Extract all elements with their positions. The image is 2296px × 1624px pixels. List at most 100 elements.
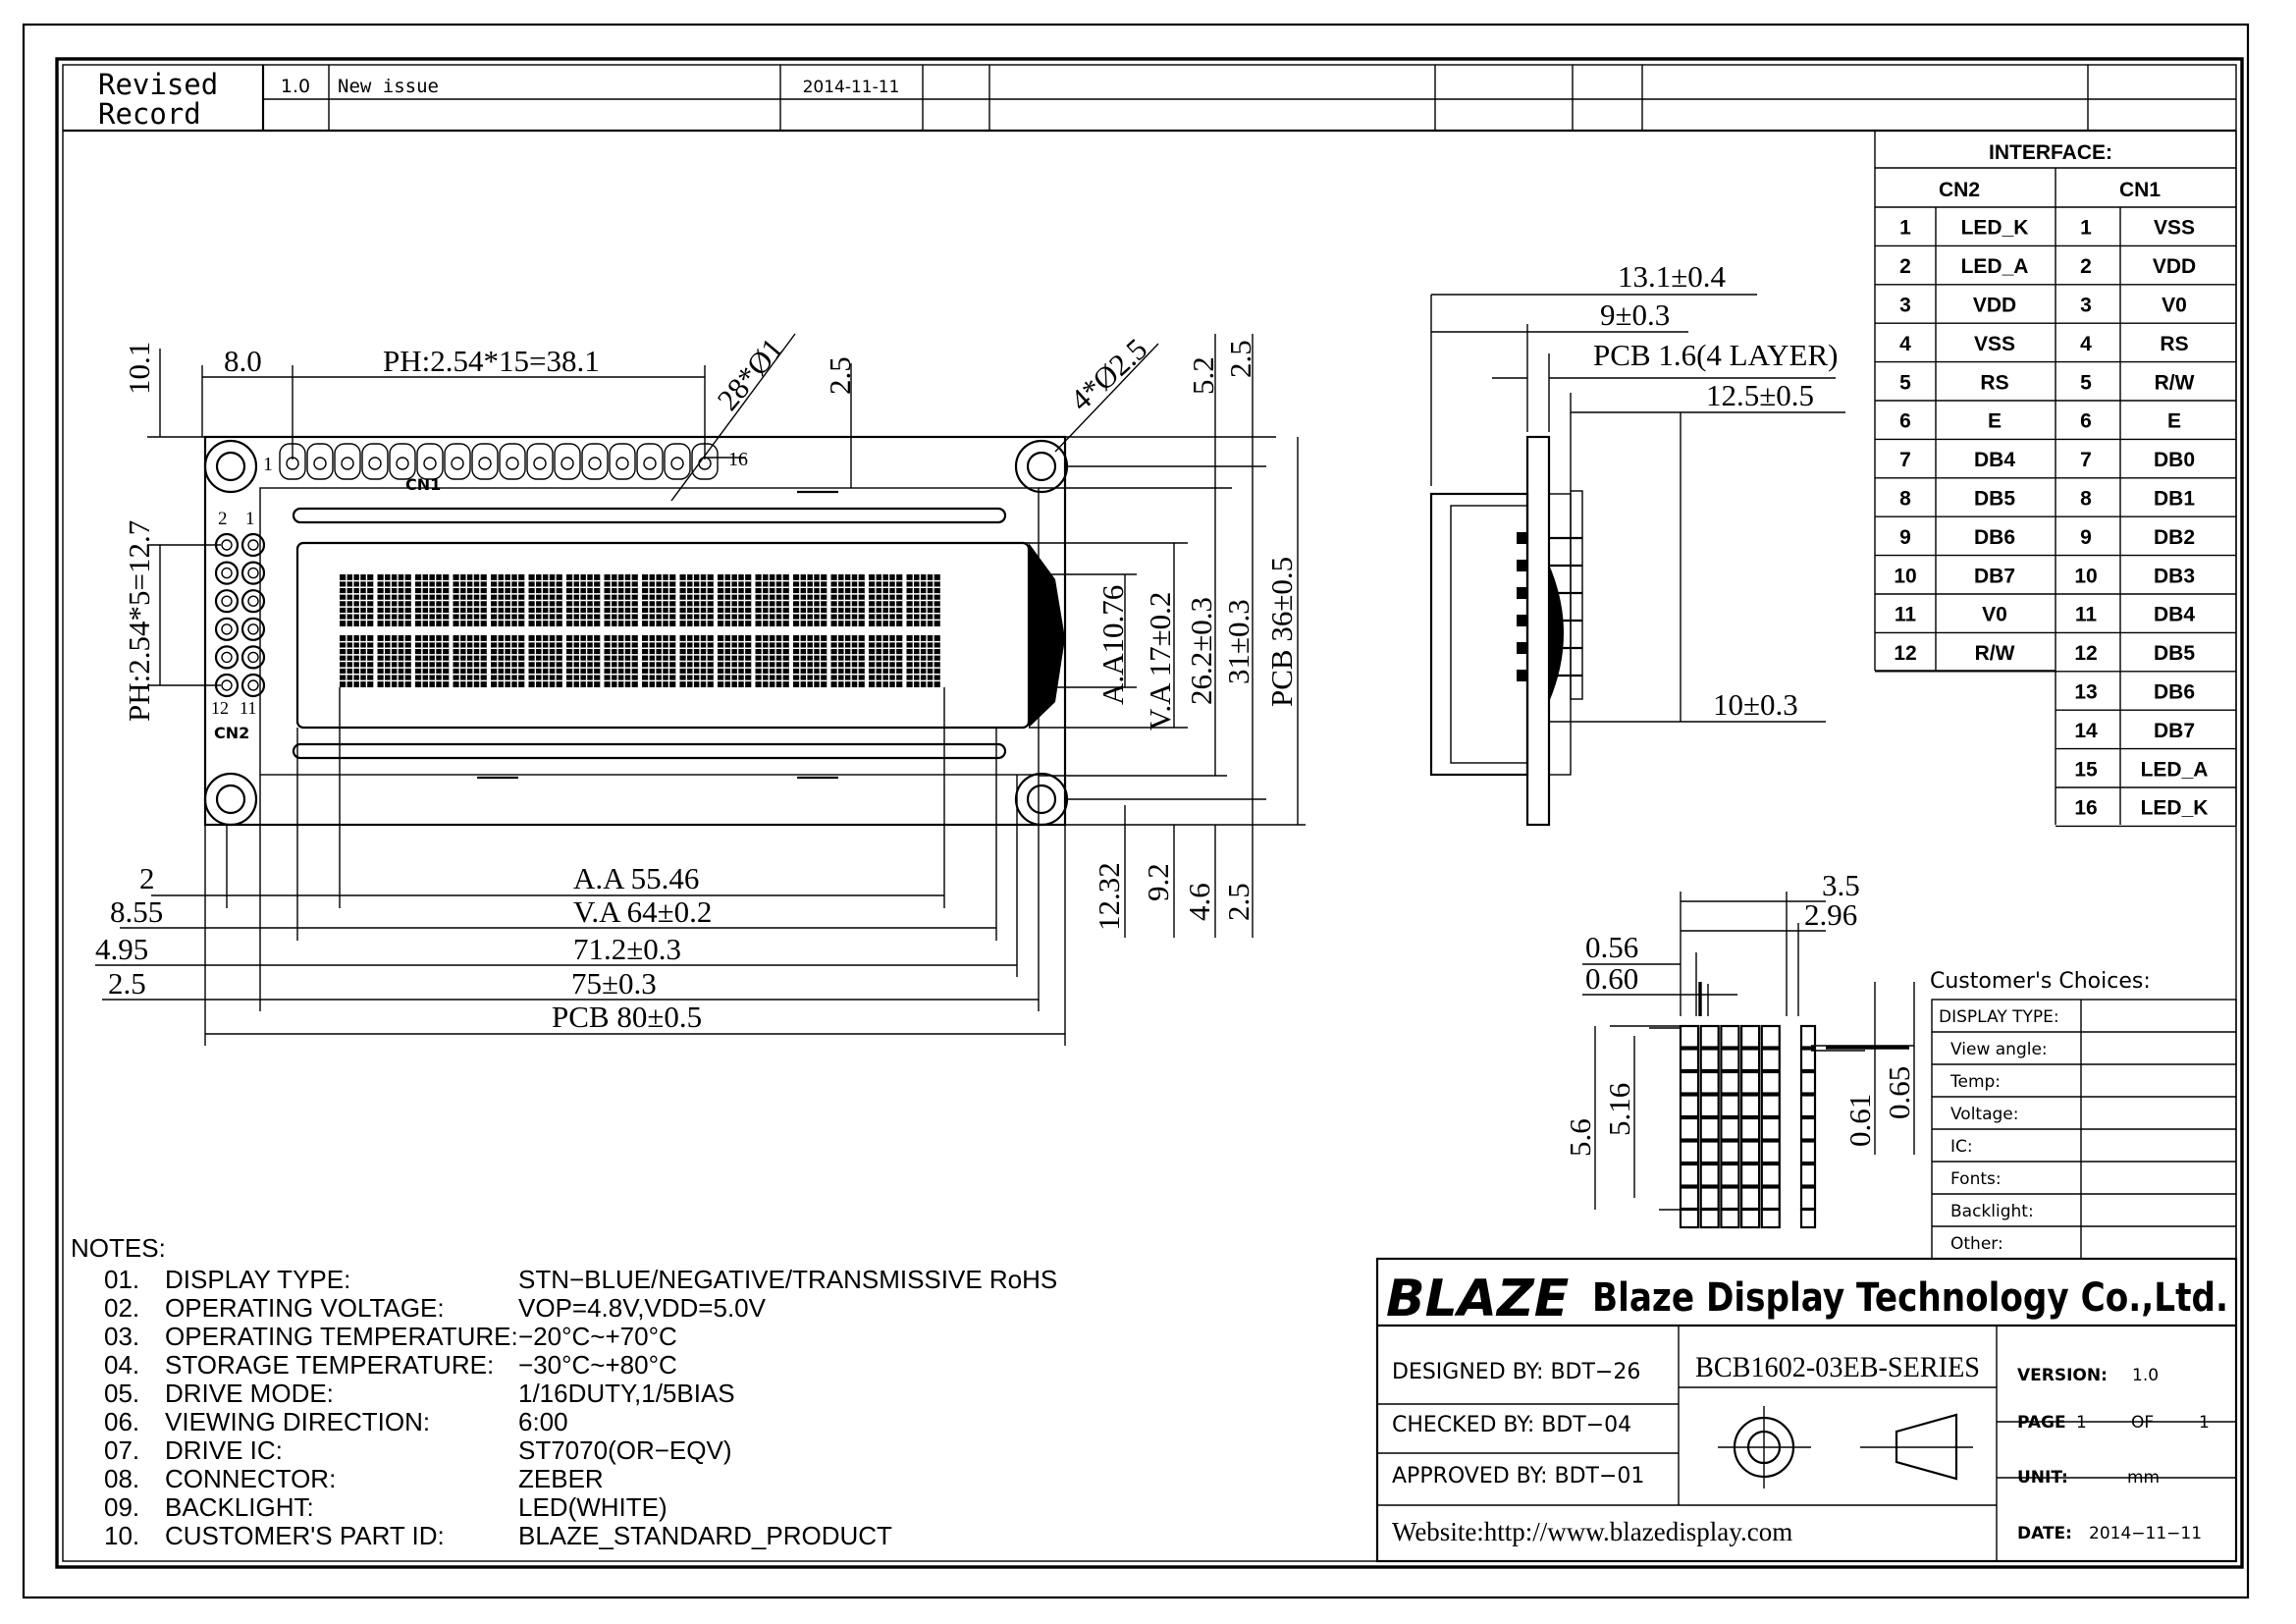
pixel-dot <box>1699 1116 1720 1141</box>
cn2-pin <box>240 617 266 641</box>
approved-by: APPROVED BY: BDT−01 <box>1392 1464 1644 1489</box>
date-label: DATE: <box>2017 1524 2072 1543</box>
dim-ph-cn2: PH:2.54*5=12.7 <box>122 520 156 722</box>
cn1-pin-signal: DB3 <box>2154 565 2195 587</box>
cn2-pin <box>214 617 240 641</box>
pixel-dot <box>1739 1140 1761 1164</box>
cn1-pin-signal: VDD <box>2153 255 2196 278</box>
pixel-dot <box>1739 1116 1761 1141</box>
top-strip <box>292 507 1007 524</box>
dim-75: 75±0.3 <box>571 966 657 1001</box>
cn1-pin-number: 10 <box>2074 565 2097 587</box>
mounting-hole <box>203 772 258 827</box>
dim-0-65: 0.65 <box>1882 1066 1916 1119</box>
dim-va-width: V.A 64±0.2 <box>573 894 712 929</box>
cn1-header: CN1 <box>2119 179 2161 201</box>
cn1-pin-signal: E <box>2167 410 2181 433</box>
cn2-pin-number: 8 <box>1899 488 1911 511</box>
note-label: DRIVE IC: <box>165 1435 283 1465</box>
pixel-dot <box>1679 1163 1700 1187</box>
pixel-dot <box>1760 1048 1781 1072</box>
note-label: OPERATING VOLTAGE: <box>165 1293 445 1323</box>
version-value: 1.0 <box>2132 1366 2159 1385</box>
cn1-pin-signal: DB7 <box>2154 720 2195 742</box>
cn1-pin <box>636 443 664 480</box>
pixel-dot <box>1739 1163 1761 1187</box>
cn2-pin-number: 9 <box>1899 526 1911 549</box>
revision-header-line1: Revised <box>98 68 218 101</box>
cn1-pin-signal: VSS <box>2154 217 2195 240</box>
cn2-pin-signal: DB5 <box>1974 488 2015 511</box>
customer-choice-label: DISPLAY TYPE: <box>1939 1007 2059 1027</box>
note-label: OPERATING TEMPERATURE: <box>165 1322 518 1351</box>
cn2-label: CN2 <box>214 724 249 742</box>
cn2-pin-number: 6 <box>1899 410 1911 433</box>
note-number: 02. <box>104 1293 139 1323</box>
revision-table: Revised Record 1.0 New issue 2014-11-11 <box>63 65 2236 133</box>
dim-2-96: 2.96 <box>1804 897 1857 932</box>
cn1-pin <box>554 443 581 480</box>
pixel-dot <box>1739 1070 1761 1095</box>
dim-2: 2 <box>139 861 155 895</box>
dimension-lines <box>95 333 1306 1046</box>
dim-2-5-bottom: 2.5 <box>1221 883 1255 921</box>
cn2-pin-signal: E <box>1988 410 2002 433</box>
customer-choice-label: Fonts: <box>1950 1169 2002 1189</box>
version-label: VERSION: <box>2017 1366 2108 1385</box>
revision-date: 2014-11-11 <box>803 78 900 97</box>
cn1-pin <box>416 443 444 480</box>
cn1-pin <box>334 443 361 480</box>
company-name: Blaze Display Technology Co.,Ltd. <box>1592 1275 2228 1321</box>
cn1-label: CN1 <box>405 475 441 494</box>
cn1-pin-number: 1 <box>2080 217 2092 240</box>
cn2-pin-number: 4 <box>1899 333 1911 355</box>
dim-8-0: 8.0 <box>224 344 262 378</box>
customer-choice-label: Other: <box>1950 1234 2003 1254</box>
revision-description: New issue <box>338 76 439 97</box>
part-number: BCB1602-03EB-SERIES <box>1695 1351 1980 1383</box>
note-value: LED(WHITE) <box>518 1492 667 1522</box>
note-label: VIEWING DIRECTION: <box>165 1407 430 1436</box>
pixel-dot <box>1679 1048 1700 1072</box>
dim-5-2: 5.2 <box>1186 356 1220 395</box>
note-value: BLAZE_STANDARD_PRODUCT <box>518 1521 892 1550</box>
dim-4-95: 4.95 <box>95 932 148 966</box>
dim-9-2: 9.2 <box>1141 863 1175 901</box>
pcb-outline <box>203 435 1067 827</box>
cn1-pin-signal: LED_K <box>2141 797 2209 820</box>
cn1-pin <box>389 443 416 480</box>
page-number: 1 <box>2076 1413 2087 1433</box>
side-pcb <box>1525 435 1551 827</box>
cn1-pin-number: 12 <box>2074 642 2097 665</box>
bottom-strip <box>292 742 1007 760</box>
dim-0-56: 0.56 <box>1585 930 1638 964</box>
cn1-pin <box>609 443 636 480</box>
frame-border <box>55 57 2244 1569</box>
pixel-dot <box>1699 1048 1720 1072</box>
cn1-pin-number: 13 <box>2074 681 2097 704</box>
mounting-hole <box>203 439 258 494</box>
pixel-dot <box>1679 1024 1700 1049</box>
dim-0-60: 0.60 <box>1585 961 1638 996</box>
note-number: 09. <box>104 1492 139 1522</box>
note-label: DISPLAY TYPE: <box>165 1265 350 1294</box>
note-label: CUSTOMER'S PART ID: <box>165 1521 445 1550</box>
pixel-dot <box>1720 1048 1740 1072</box>
pixel-dot <box>1720 1116 1740 1141</box>
pixel-dot <box>1699 1070 1720 1095</box>
cn2-pin-signal: VSS <box>1974 333 2015 355</box>
note-number: 07. <box>104 1435 139 1465</box>
dim-2-5-top: 2.5 <box>823 356 857 395</box>
dim-aa-height: A.A10.76 <box>1095 585 1130 705</box>
cn2-pin <box>240 589 266 614</box>
pixel-dot <box>1720 1140 1740 1164</box>
cn1-pin-signal: DB6 <box>2154 681 2195 704</box>
dim-0-61: 0.61 <box>1842 1094 1877 1147</box>
revision-version: 1.0 <box>281 76 310 97</box>
dim-31: 31±0.3 <box>1221 599 1255 684</box>
active-area-characters <box>340 574 940 687</box>
note-number: 04. <box>104 1350 139 1380</box>
revision-header-line2: Record <box>98 97 201 131</box>
note-value: ZEBER <box>518 1464 604 1493</box>
pixel-dot <box>1720 1094 1740 1118</box>
